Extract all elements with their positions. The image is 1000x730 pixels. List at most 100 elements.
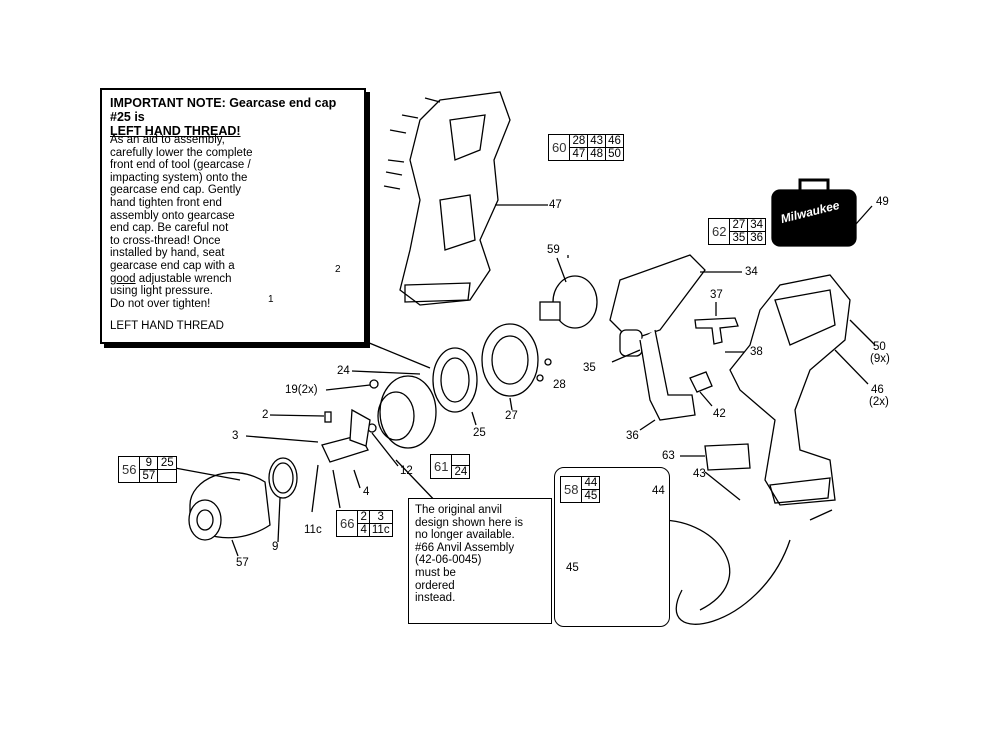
part-label-24: 24 (337, 365, 350, 377)
nose-boot (174, 467, 271, 557)
part-label-46: 46 (871, 384, 884, 396)
note-title-line2: LEFT HAND THREAD! (110, 124, 241, 138)
anvil (245, 408, 371, 513)
anvil-note-line: instead. (415, 592, 456, 605)
part-label-45: 45 (566, 562, 579, 574)
kit-group-66: 66 2 3 4 11c (336, 510, 393, 537)
kit-cell: 35 (730, 232, 749, 244)
kit-group-key: 62 (709, 219, 731, 244)
kit-group-58: 58 44 45 (560, 476, 601, 503)
kit-cell: 27 (730, 219, 749, 232)
note-line: to cross-thread! Once (110, 234, 221, 247)
note-line: using light pressure. (110, 285, 213, 298)
kit-group-key: 61 (431, 455, 453, 478)
part-label-59: 59 (547, 244, 560, 256)
washer (268, 457, 298, 543)
part-label-47: 47 (549, 199, 562, 211)
anvil-note-box: The original anvil design shown here is … (408, 498, 552, 624)
kit-cell: 9 (140, 457, 159, 470)
note-line-rest: adjustable wrench (138, 272, 232, 285)
part-label-35: 35 (583, 362, 596, 374)
carry-case (771, 178, 873, 247)
kit-group-key: 56 (119, 457, 141, 482)
part-label-2: 2 (262, 409, 269, 421)
note-good-word: good (110, 272, 136, 285)
note-line: gearcase end cap. Gently (110, 184, 242, 197)
note-title: IMPORTANT NOTE: Gearcase end cap #25 is … (110, 96, 360, 138)
housing-screws (383, 97, 441, 190)
kit-cell: 43 (588, 135, 607, 148)
kit-cell: 44 (582, 477, 600, 490)
note-line: installed by hand, seat (110, 247, 225, 260)
note-line: hand tighten front end (110, 196, 222, 209)
part-label-38: 38 (750, 346, 763, 358)
part-label-19: 19(2x) (285, 384, 318, 396)
anvil-note-line: no longer available. (415, 529, 515, 542)
part-label-50: 50 (873, 341, 886, 353)
anvil-note-line: must be (415, 566, 456, 579)
part-label-37: 37 (710, 289, 723, 301)
kit-group-60: 60 28 43 46 47 48 50 (548, 134, 624, 161)
part-label-3: 3 (232, 430, 239, 442)
housing-assembled (729, 274, 876, 521)
hammer-mechanism (325, 375, 437, 467)
kit-group-56: 56 9 25 57 (118, 456, 178, 483)
planetary-gear (481, 323, 552, 411)
part-label-9: 9 (272, 541, 279, 553)
note-line: gearcase end cap with a (110, 259, 235, 272)
kit-group-key: 58 (561, 477, 583, 502)
cover-63 (680, 443, 751, 501)
part-label-63: 63 (662, 450, 675, 462)
anvil-note-text: The original anvil design shown here is … (415, 504, 547, 605)
kit-group-61: 61 24 (430, 454, 471, 479)
kit-cell: 45 (584, 490, 598, 502)
part-label-11c: 11c (304, 524, 322, 536)
kit-cell: 50 (608, 148, 621, 160)
switch-assembly (609, 254, 742, 431)
kit-group-62: 62 27 34 35 36 (708, 218, 767, 245)
part-label-36: 36 (626, 430, 639, 442)
kit-cell: 46 (606, 135, 623, 148)
kit-cell: 48 (588, 148, 607, 160)
important-note-box: IMPORTANT NOTE: Gearcase end cap #25 is … (100, 88, 366, 344)
part-qty-50: (9x) (870, 353, 890, 365)
part-label-27: 27 (505, 410, 518, 422)
nameplate-label: M12 (290, 230, 310, 241)
note-line: carefully lower the complete (110, 146, 253, 159)
kit-cell: 36 (750, 232, 764, 244)
kit-cell: 11c (371, 524, 390, 536)
part-label-25: 25 (473, 427, 486, 439)
kit-cell: 2 (358, 511, 370, 524)
kit-cell: 24 (452, 465, 470, 478)
note-line: good adjustable wrench (110, 273, 270, 286)
anvil-note-line: (42-06-0045) (415, 554, 482, 567)
part-label-57: 57 (236, 557, 249, 569)
kit-group-key: 66 (337, 511, 359, 536)
step-2-label: 2 (335, 264, 341, 275)
part-label-28: 28 (553, 379, 566, 391)
note-line: As an aid to assembly, (110, 134, 225, 146)
housing-half (399, 91, 548, 306)
kit-cell: 3 (369, 511, 392, 524)
part-label-4: 4 (363, 486, 370, 498)
note-line: end cap. Be careful not (110, 222, 229, 235)
part-label-42: 42 (713, 408, 726, 420)
note-title-line1: IMPORTANT NOTE: Gearcase end cap #25 is (110, 96, 337, 124)
note-body: As an aid to assembly, carefully lower t… (110, 134, 270, 310)
anvil-note-line: design shown here is (415, 516, 524, 529)
part-label-49: 49 (876, 196, 889, 208)
kit-cell: 28 (570, 135, 589, 148)
part-qty-46: (2x) (869, 396, 889, 408)
part-label-12: 12 (400, 465, 413, 477)
anvil-note-line: The original anvil (415, 504, 502, 516)
step-1-label: 1 (268, 294, 274, 305)
kit-group-key: 60 (549, 135, 571, 160)
note-footer: LEFT HAND THREAD (110, 320, 224, 332)
note-line: Do not over tighten! (110, 297, 211, 310)
note-line: front end of tool (gearcase / (110, 159, 251, 172)
anvil-note-line: #66 Anvil Assembly (415, 541, 515, 554)
anvil-note-line: ordered (415, 579, 455, 592)
note-line: assembly onto gearcase (110, 209, 235, 222)
part-label-34: 34 (745, 266, 758, 278)
kit-cell (158, 470, 176, 482)
